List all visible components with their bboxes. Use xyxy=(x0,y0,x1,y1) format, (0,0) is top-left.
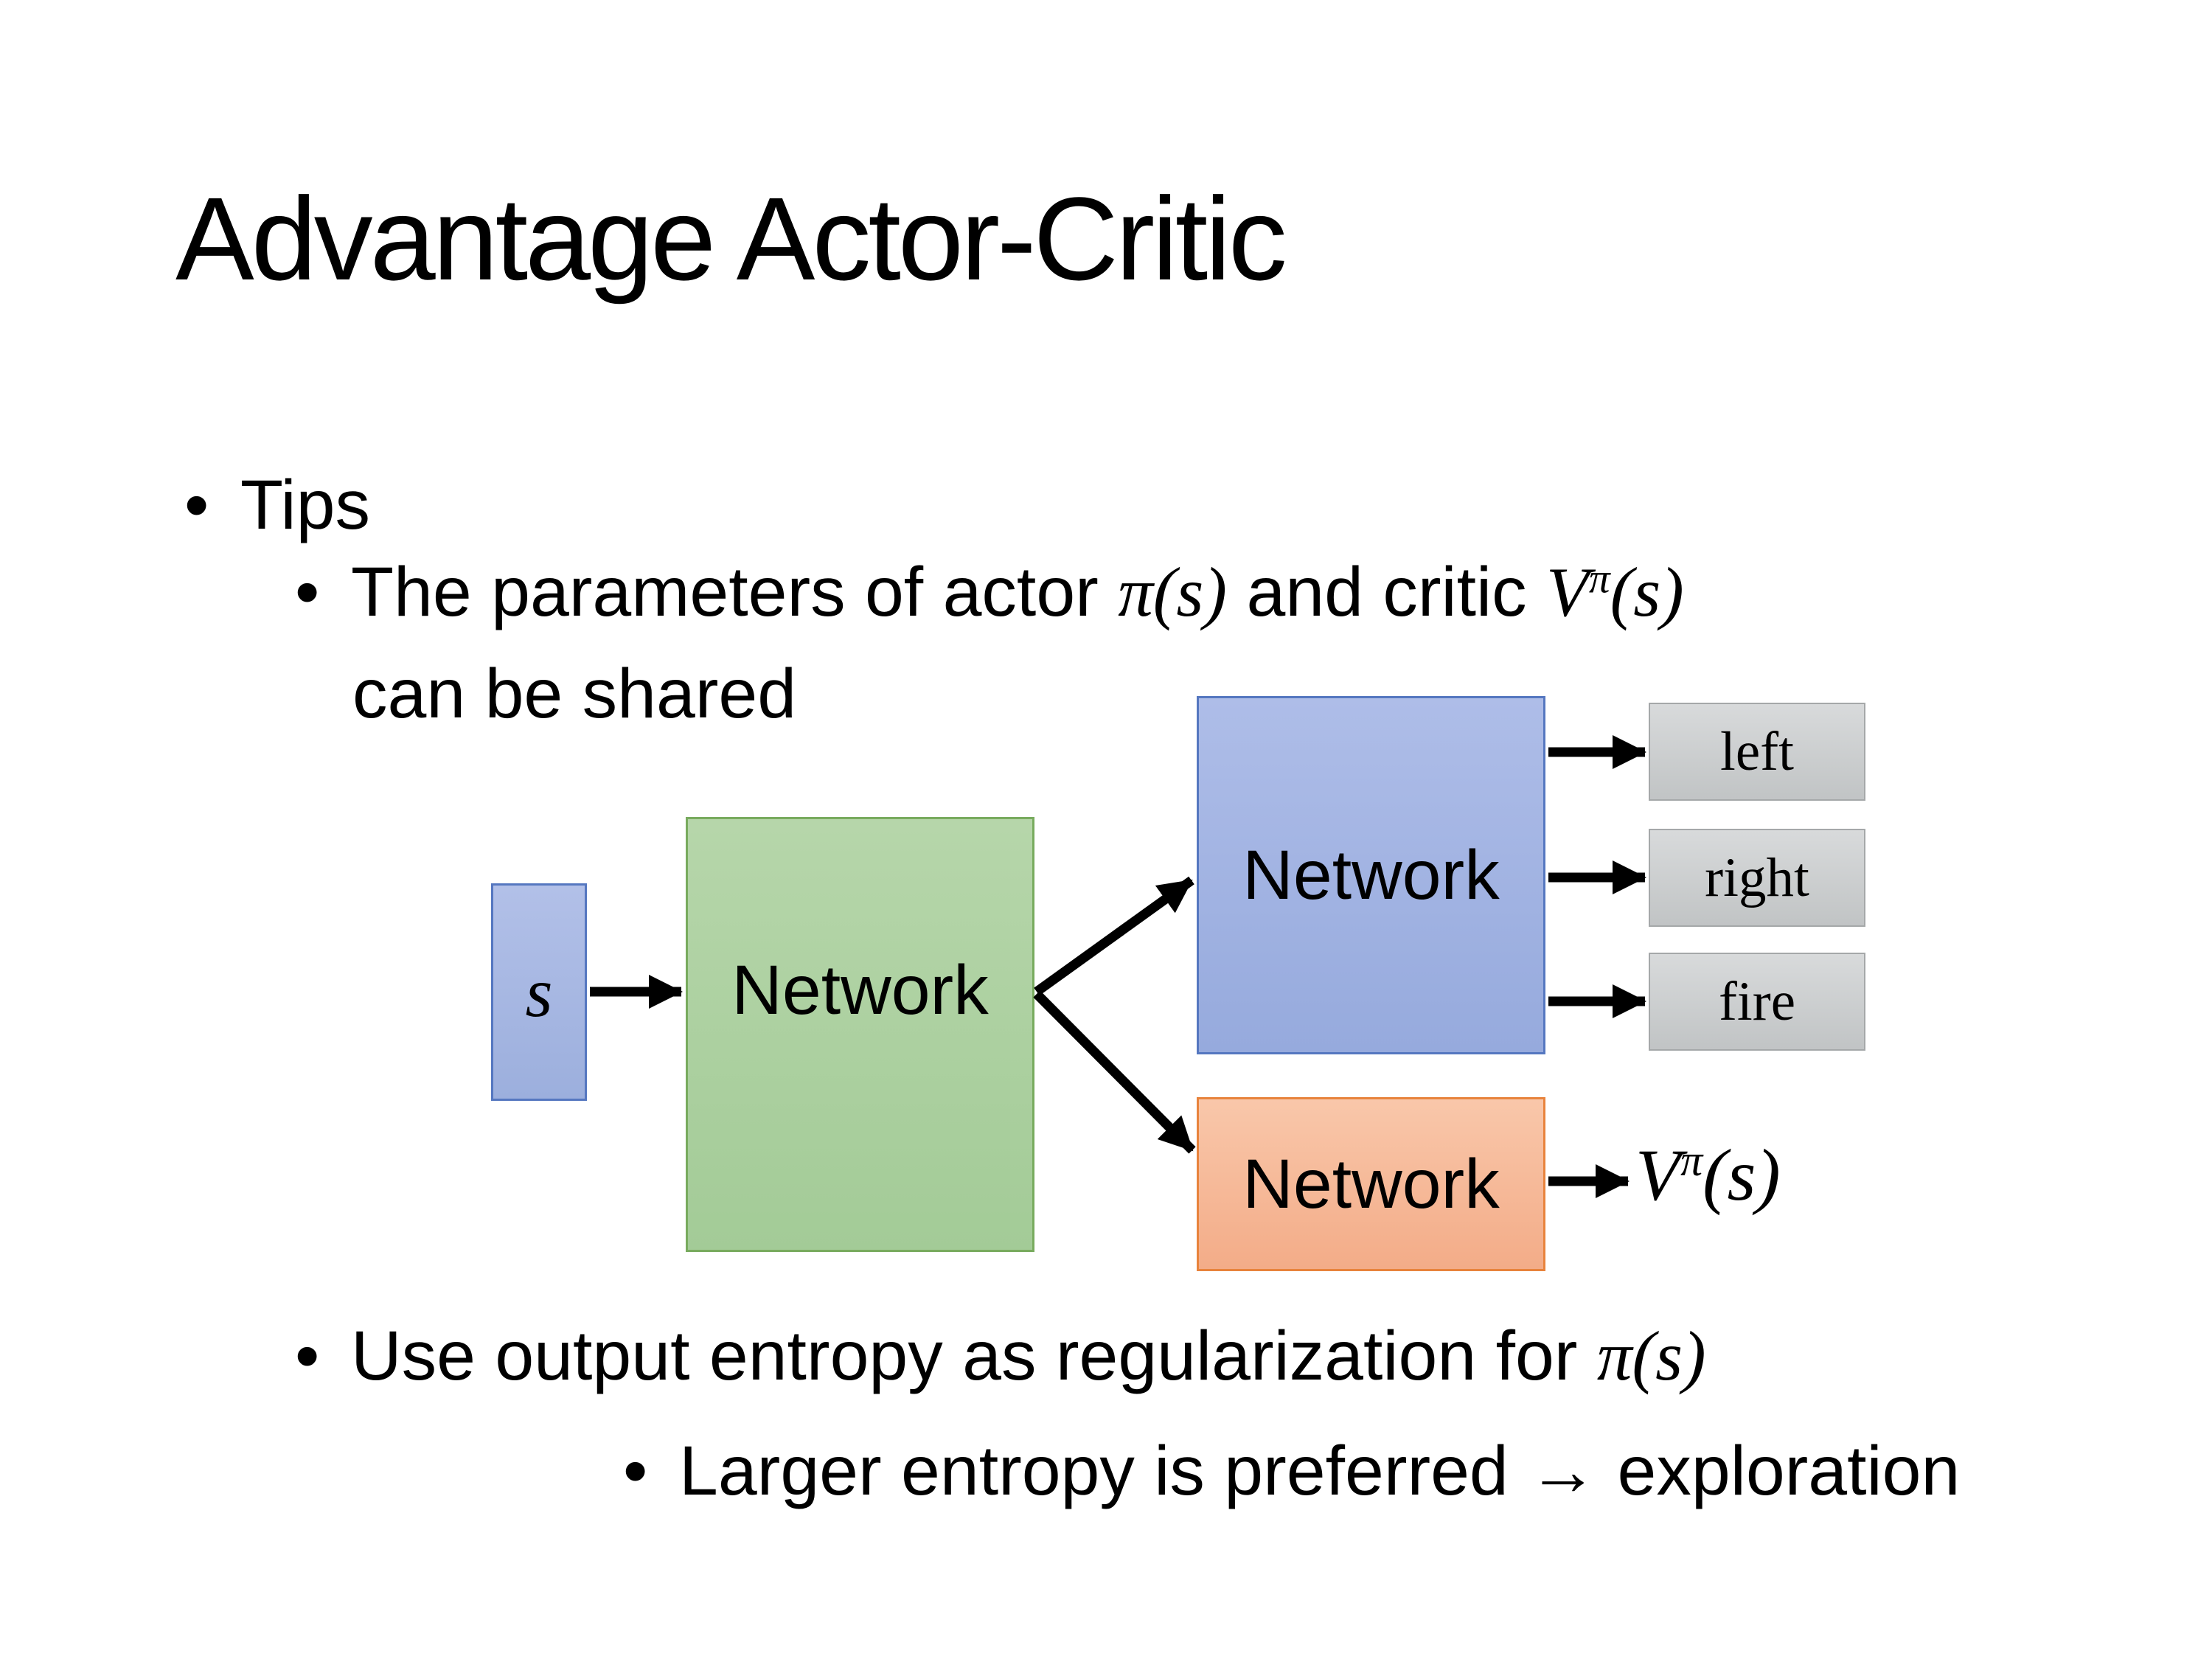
bullet-marker: • xyxy=(295,553,320,631)
action-box-left: left xyxy=(1649,703,1865,801)
arrow-shared-to-actor xyxy=(1034,876,1194,996)
exploration-label: Larger entropy is preferred → exploratio… xyxy=(679,1432,1961,1510)
bullet-parameters-line2: can be shared xyxy=(352,655,797,733)
parameters-text-pre: The parameters of actor xyxy=(351,553,1119,631)
bullet-tips: • Tips xyxy=(184,463,370,547)
bullet-marker: • xyxy=(184,466,209,544)
action-box-fire: fire xyxy=(1649,953,1865,1051)
state-input-box: s xyxy=(491,883,587,1101)
actor-network-box: Network xyxy=(1197,696,1545,1054)
bullet-entropy: • Use output entropy as regularization fo… xyxy=(295,1314,1706,1398)
math-v-base: V xyxy=(1545,553,1590,631)
math-v-args: (s) xyxy=(1610,553,1684,631)
arrow-shared-to-critic xyxy=(1033,990,1196,1154)
bullet-marker: • xyxy=(623,1432,648,1510)
bullet-exploration: • Larger entropy is preferred → explorati… xyxy=(623,1429,1960,1513)
slide-title: Advantage Actor-Critic xyxy=(175,173,1287,305)
bullet-parameters-line1: • The parameters of actor π(s) and critic… xyxy=(295,550,1684,634)
bullet-tips-label: Tips xyxy=(240,466,370,544)
state-label: s xyxy=(525,953,553,1032)
shared-network-box: Network xyxy=(686,817,1034,1252)
value-output-label: Vπ(s) xyxy=(1635,1133,1781,1217)
shared-network-label: Network xyxy=(731,951,989,1029)
entropy-text-pre: Use output entropy as regularization for xyxy=(351,1317,1597,1395)
math-v-sup: π xyxy=(1589,555,1610,602)
math-pi-s: π(s) xyxy=(1596,1317,1706,1395)
parameters-text-mid: and critic xyxy=(1227,553,1546,631)
value-v-base: V xyxy=(1635,1134,1681,1216)
critic-network-box: Network xyxy=(1197,1097,1545,1271)
actor-network-label: Network xyxy=(1242,835,1500,914)
math-value-function: Vπ(s) xyxy=(1546,553,1684,631)
action-box-right: right xyxy=(1649,829,1865,927)
critic-network-label: Network xyxy=(1242,1144,1500,1223)
math-pi-s: π(s) xyxy=(1118,553,1228,631)
value-v-args: (s) xyxy=(1703,1134,1781,1216)
value-v-sup: π xyxy=(1680,1136,1703,1185)
bullet-marker: • xyxy=(295,1317,320,1395)
